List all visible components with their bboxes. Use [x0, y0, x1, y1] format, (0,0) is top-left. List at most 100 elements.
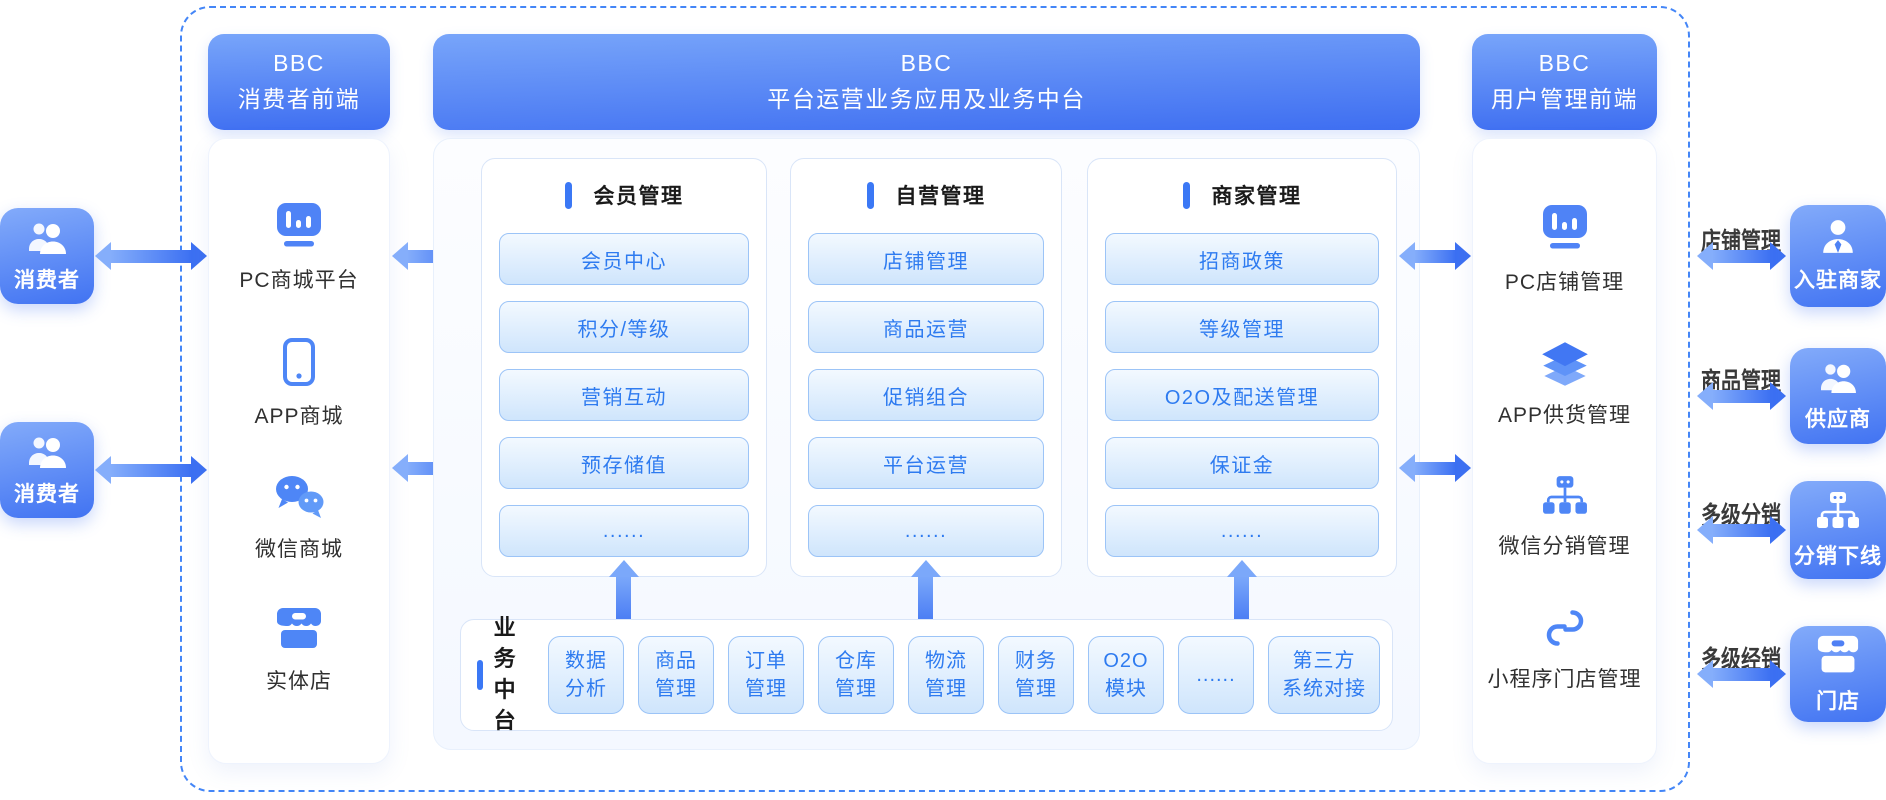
- platform-header: BBC 平台运营业务应用及业务中台: [433, 34, 1420, 130]
- consumer-frontend-panel: PC商城平台 APP商城: [208, 138, 390, 764]
- arrow-userfrontend-to-store: [1697, 660, 1786, 688]
- module-chip: 促销组合: [808, 369, 1044, 421]
- middle-platform-chip: 第三方 系统对接: [1268, 636, 1380, 714]
- title-bar-icon: [866, 181, 874, 209]
- consumer-actor-box: 消费者: [0, 422, 94, 518]
- frontend-item: APP商城: [254, 337, 343, 430]
- pc-monitor-icon: [1542, 205, 1587, 249]
- section-title: 商家管理: [1105, 179, 1379, 211]
- middle-platform-chip: 财务 管理: [998, 636, 1074, 714]
- arrow-consumer-to-frontend: [95, 242, 207, 270]
- module-chip: 保证金: [1105, 437, 1379, 489]
- arrow-platform-to-userfrontend: [1399, 454, 1471, 482]
- frontend-item-label: APP供货管理: [1497, 404, 1632, 427]
- miniprogram-icon: [1546, 610, 1583, 646]
- frontend-item-label: 实体店: [266, 670, 332, 694]
- middle-title-line2: 中台: [493, 677, 517, 733]
- module-chip: 招商政策: [1105, 233, 1379, 285]
- header-line2: 用户管理前端: [1491, 86, 1638, 112]
- frontend-item: 实体店: [266, 606, 332, 695]
- distributor-actor-box: 分销下线: [1790, 481, 1886, 579]
- arrow-userfrontend-to-distributor: [1697, 516, 1786, 544]
- diagram-dashed-boundary: [180, 6, 1690, 792]
- users-icon: [29, 437, 66, 468]
- section-title: 会员管理: [499, 179, 749, 211]
- header-line1: BBC: [1538, 50, 1591, 77]
- header-line1: BBC: [273, 50, 325, 77]
- store-label: 门店: [1816, 689, 1860, 713]
- network-icon: [1817, 491, 1859, 528]
- store-actor-box: 门店: [1790, 626, 1886, 722]
- phone-icon: [283, 338, 315, 387]
- consumer-frontend-header: BBC 消费者前端: [208, 34, 390, 130]
- frontend-item: APP供货管理: [1498, 342, 1631, 429]
- title-bar-icon: [1182, 181, 1190, 209]
- module-chip: 店铺管理: [808, 233, 1044, 285]
- middle-platform-title: 业务 中台: [477, 613, 531, 736]
- frontend-item: PC商城平台: [239, 197, 358, 294]
- user-frontend-header: BBC 用户管理前端: [1472, 34, 1657, 130]
- module-chip: 会员中心: [499, 233, 749, 285]
- section-title-text: 会员管理: [593, 185, 684, 208]
- network-icon: [1542, 476, 1587, 514]
- module-chip: O2O及配送管理: [1105, 369, 1379, 421]
- middle-platform-chip: 数据 分析: [548, 636, 624, 714]
- middle-title-line1: 业务: [493, 615, 517, 672]
- header-line2: 消费者前端: [237, 86, 361, 112]
- frontend-item: 微信商城: [255, 474, 343, 563]
- header-line1: BBC: [900, 50, 953, 77]
- section-card-member: 会员管理 会员中心 积分/等级 营销互动 预存储值 ......: [481, 158, 767, 577]
- middle-platform-chip: O2O 模块: [1088, 636, 1164, 714]
- module-chip: ......: [499, 505, 749, 557]
- section-card-self-operated: 自营管理 店铺管理 商品运营 促销组合 平台运营 ......: [790, 158, 1062, 577]
- arrow-consumer-to-frontend: [95, 456, 207, 484]
- distributor-label: 分销下线: [1794, 544, 1882, 568]
- merchant-actor-box: 入驻商家: [1790, 205, 1886, 307]
- middle-platform-title-text: 业务 中台: [494, 613, 531, 736]
- frontend-item: 小程序门店管理: [1488, 606, 1642, 693]
- frontend-item-label: PC商城平台: [239, 268, 359, 292]
- merchant-icon: [1823, 219, 1853, 253]
- arrow-platform-to-userfrontend: [1399, 242, 1471, 270]
- module-chip: 等级管理: [1105, 301, 1379, 353]
- title-bar-icon: [564, 181, 572, 209]
- store-icon: [277, 608, 321, 649]
- module-chip: 商品运营: [808, 301, 1044, 353]
- middle-platform-chip: ......: [1178, 636, 1254, 714]
- users-icon: [1821, 363, 1856, 393]
- supplier-actor-box: 供应商: [1790, 348, 1886, 444]
- supplier-label: 供应商: [1805, 407, 1871, 431]
- arrow-userfrontend-to-supplier: [1697, 382, 1786, 410]
- consumer-label: 消费者: [14, 482, 80, 506]
- module-chip: ......: [808, 505, 1044, 557]
- middle-platform-chip: 商品 管理: [638, 636, 714, 714]
- merchant-label: 入驻商家: [1794, 268, 1882, 292]
- frontend-item-label: 微信商城: [255, 537, 343, 561]
- users-icon: [29, 223, 66, 254]
- middle-platform-chip: 订单 管理: [728, 636, 804, 714]
- consumer-label: 消费者: [14, 268, 80, 292]
- user-frontend-panel: PC店铺管理 APP供货管理 微信分销管理: [1472, 138, 1657, 764]
- section-title-text: 商家管理: [1211, 185, 1302, 208]
- header-line2: 平台运营业务应用及业务中台: [767, 86, 1086, 112]
- consumer-actor-box: 消费者: [0, 208, 94, 304]
- module-chip: 平台运营: [808, 437, 1044, 489]
- middle-platform-chip: 物流 管理: [908, 636, 984, 714]
- section-card-merchant: 商家管理 招商政策 等级管理 O2O及配送管理 保证金 ......: [1087, 158, 1397, 577]
- frontend-item-label: 小程序门店管理: [1487, 668, 1642, 691]
- frontend-item-label: PC店铺管理: [1504, 271, 1625, 294]
- arrow-userfrontend-to-merchant: [1697, 242, 1786, 270]
- module-chip: 营销互动: [499, 369, 749, 421]
- module-chip: ......: [1105, 505, 1379, 557]
- frontend-item-label: 微信分销管理: [1498, 535, 1631, 558]
- title-bar-icon: [477, 660, 483, 690]
- storefront-icon: [1817, 635, 1859, 672]
- pc-monitor-icon: [277, 202, 321, 247]
- middle-platform-chip: 仓库 管理: [818, 636, 894, 714]
- module-chip: 积分/等级: [499, 301, 749, 353]
- frontend-item: 微信分销管理: [1499, 475, 1631, 560]
- layers-icon: [1541, 342, 1588, 386]
- module-chip: 预存储值: [499, 437, 749, 489]
- wechat-icon: [276, 475, 324, 518]
